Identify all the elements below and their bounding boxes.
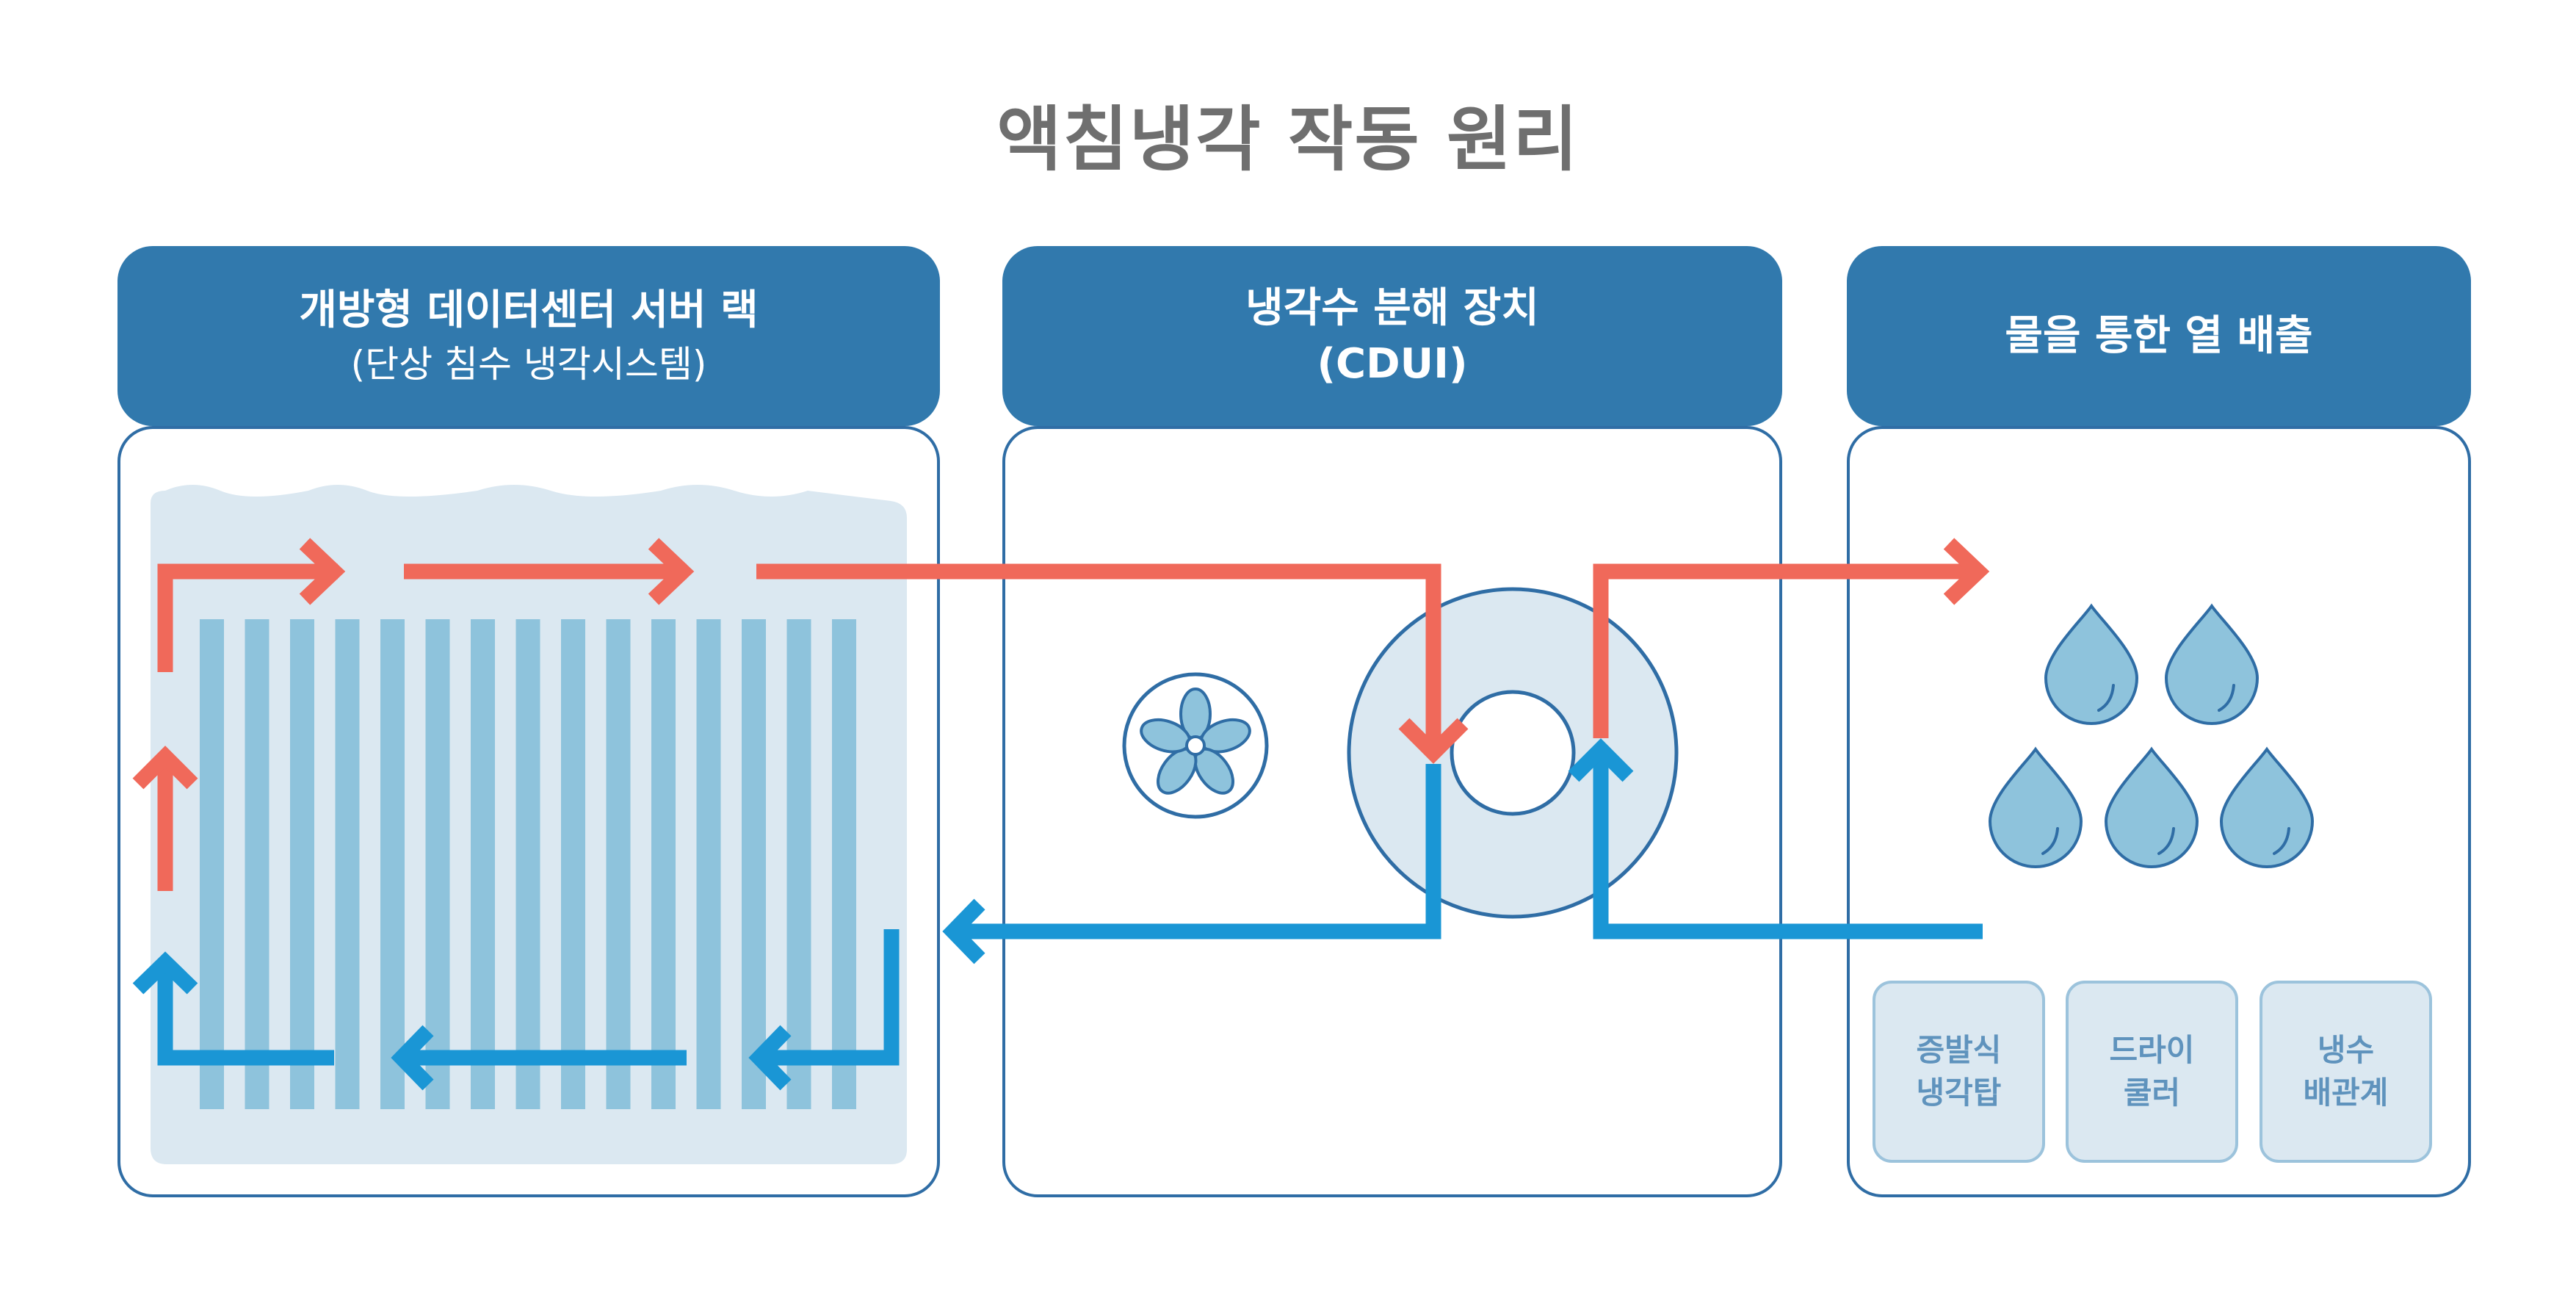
server-blade — [561, 619, 585, 1109]
panel-header-heat-rejection: 물을 통한 열 배출 — [1847, 246, 2471, 426]
hot-flow-arrows — [132, 538, 1990, 891]
server-blade — [425, 619, 450, 1109]
water-drop-icon — [2219, 746, 2315, 868]
panel-title-cdu: 냉각수 분해 장치 — [1245, 284, 1539, 332]
server-blade — [245, 619, 269, 1109]
method-dry-cooler: 드라이 쿨러 — [2066, 981, 2238, 1163]
water-drop-icon — [2104, 746, 2199, 868]
server-blade — [290, 619, 314, 1109]
server-blade — [471, 619, 495, 1109]
server-blade — [696, 619, 721, 1109]
server-blade — [606, 619, 631, 1109]
fan-icon — [1122, 672, 1269, 819]
heat-exchanger-icon — [1347, 587, 1679, 919]
method-chilled-water-piping: 냉수 배관계 — [2260, 981, 2432, 1163]
panel-subtitle-server-rack: (단상 침수 냉각시스템) — [350, 342, 707, 386]
server-blade — [200, 619, 224, 1109]
water-drop-icon — [1988, 746, 2083, 868]
server-blade — [335, 619, 360, 1109]
water-drop-icon — [2164, 603, 2260, 725]
panel-header-cdu: 냉각수 분해 장치 (CDUI) — [1002, 246, 1782, 426]
water-drop-icon — [2044, 603, 2139, 725]
server-blade — [832, 619, 856, 1109]
server-blade — [742, 619, 766, 1109]
panel-subtitle-cdu: (CDUI) — [1317, 339, 1468, 388]
cold-flow-arrows — [132, 738, 1983, 1091]
diagram-title: 액침냉각 작동 원리 — [996, 98, 1580, 181]
panel-title-heat-rejection: 물을 통한 열 배출 — [2005, 311, 2313, 360]
server-blade — [786, 619, 811, 1109]
server-blade — [515, 619, 540, 1109]
server-blade — [651, 619, 676, 1109]
panel-title-server-rack: 개방형 데이터센터 서버 랙 — [299, 286, 759, 334]
server-blade — [380, 619, 405, 1109]
method-evaporative-cooling-tower: 증발식 냉각탑 — [1873, 981, 2045, 1163]
server-blades — [200, 619, 856, 1109]
water-drops — [1988, 603, 2315, 868]
panel-header-server-rack: 개방형 데이터센터 서버 랙 (단상 침수 냉각시스템) — [117, 246, 940, 426]
